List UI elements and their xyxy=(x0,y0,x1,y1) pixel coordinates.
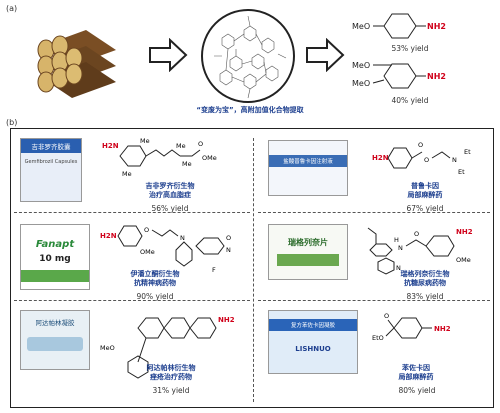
panel-a-label: (a) xyxy=(6,4,18,13)
ether-o-label: O xyxy=(144,226,149,234)
isoxazole-o-label: O xyxy=(226,234,231,242)
drug-use: 局部麻醉药 xyxy=(398,373,434,381)
ethyl-label: Et xyxy=(464,148,471,156)
amine-label: H2N xyxy=(100,232,117,240)
product-2-yield: 40% yield xyxy=(391,96,429,105)
drug-package-image: 吉非罗齐胶囊 Gemfibrozil Capsules xyxy=(20,138,82,202)
carbonyl-o-label: O xyxy=(198,140,203,148)
ester-o-label: O xyxy=(424,156,429,164)
fluoro-label: F xyxy=(212,266,216,274)
procaine-structure: H2N O O N Et Et xyxy=(372,141,471,176)
lignin-structure-circle xyxy=(201,9,295,103)
drug-package-image: 盐酸普鲁卡因注射液 xyxy=(268,140,348,196)
ester-ome-label: OMe xyxy=(202,154,217,162)
drug-package-image: 阿达帕林凝胶 xyxy=(20,310,90,370)
methoxy-label: MeO xyxy=(352,61,370,70)
methoxy-label: OMe xyxy=(140,248,155,256)
methoxy-label: OMe xyxy=(456,256,471,264)
product-dimethoxyaniline-structure: MeO MeO NH2 xyxy=(352,61,446,89)
methyl-label: Me xyxy=(122,170,132,178)
package-title: 吉非罗齐胶囊 xyxy=(21,139,81,153)
drug-package-image: 瑞格列奈片 xyxy=(268,224,348,280)
drug-name: 苯佐卡因 xyxy=(402,364,430,372)
nitrogen-label: N xyxy=(452,156,457,164)
amine-label: NH2 xyxy=(427,22,446,31)
arrow-right-icon xyxy=(149,38,188,72)
nitrogen-label: N xyxy=(180,234,185,242)
carbonyl-o-label: O xyxy=(414,230,419,238)
amine-label: NH2 xyxy=(456,228,473,236)
drug-name-label: 吉非罗齐衍生物 治疗高血脂症 xyxy=(120,182,220,200)
methoxy-label: MeO xyxy=(352,22,370,31)
amine-label: H2N xyxy=(372,154,389,162)
ethyl-label: Et xyxy=(458,168,465,176)
package-title: 复方苯佐卡因凝胶 xyxy=(269,319,357,331)
yield-label: 83% yield xyxy=(406,292,444,301)
package-subtitle: Gemfibrozil Capsules xyxy=(24,159,78,165)
methyl-label: Me xyxy=(176,142,186,150)
panel-b-row-divider xyxy=(258,212,490,213)
carbonyl-o-label: O xyxy=(418,141,423,149)
panel-b-row-divider xyxy=(14,300,250,301)
yield-label: 90% yield xyxy=(136,292,174,301)
ethoxy-label: EtO xyxy=(372,334,384,342)
panel-b-vertical-divider xyxy=(253,138,254,402)
drug-use: 抗糖尿病药物 xyxy=(404,279,446,287)
amine-label: NH2 xyxy=(434,325,451,333)
drug-use: 痤疮治疗药物 xyxy=(150,373,192,381)
panel-b-frame xyxy=(10,128,494,408)
drug-name: 瑞格列奈衍生物 xyxy=(400,270,450,278)
benzocaine-structure: O EtO NH2 xyxy=(372,312,451,342)
drug-package-image: Fanapt 10 mg xyxy=(20,224,90,290)
methyl-label: Me xyxy=(140,137,150,145)
log-bundle xyxy=(37,30,116,98)
drug-name: 吉非罗齐衍生物 xyxy=(145,182,195,190)
drug-name: 伊潘立酮衍生物 xyxy=(130,270,180,278)
panel-a-caption: “变废为宝”，高附加值化合物提取 xyxy=(196,106,304,114)
iloperidone-derivative-structure: H2N O OMe N O N F xyxy=(100,225,231,274)
isoxazole-n-label: N xyxy=(226,246,231,254)
piperidine-n-label: N xyxy=(396,264,401,272)
methyl-label: Me xyxy=(182,160,192,168)
carbonyl-o-label: O xyxy=(384,312,389,320)
drug-name-label: 伊潘立酮衍生物 抗精神病药物 xyxy=(110,270,200,288)
nh-label: H xyxy=(394,236,399,244)
panel-b-label: (b) xyxy=(6,118,18,127)
gemfibrozil-derivative-structure: H2N Me Me Me Me O OMe xyxy=(102,137,217,178)
drug-name-label: 阿达帕林衍生物 痤疮治疗药物 xyxy=(126,364,216,382)
package-title: 盐酸普鲁卡因注射液 xyxy=(269,155,347,167)
yield-label: 67% yield xyxy=(406,204,444,213)
drug-name-label: 苯佐卡因 局部麻醉药 xyxy=(376,364,456,382)
package-title: 阿达帕林凝胶 xyxy=(35,319,75,327)
package-subtitle: LISHNUO xyxy=(295,345,331,353)
package-title: 瑞格列奈片 xyxy=(288,238,328,247)
repaglinide-derivative-structure: H N O NH2 OMe N xyxy=(367,227,473,275)
panel-b-row-divider xyxy=(14,212,250,213)
product-1-yield: 53% yield xyxy=(391,44,429,53)
drug-use: 治疗高血脂症 xyxy=(149,191,191,199)
drug-use: 抗精神病药物 xyxy=(134,279,176,287)
drug-name-label: 普鲁卡因 局部麻醉药 xyxy=(380,182,470,200)
methoxy-label: MeO xyxy=(352,79,370,88)
amine-label: NH2 xyxy=(218,316,235,324)
methoxy-label: MeO xyxy=(100,344,115,352)
drug-use: 局部麻醉药 xyxy=(407,191,443,199)
drug-name: 普鲁卡因 xyxy=(411,182,439,190)
package-subtitle: 10 mg xyxy=(39,254,71,264)
package-title: Fanapt xyxy=(35,239,75,250)
panel-b-row-divider xyxy=(258,300,490,301)
adapalene-derivative-structure: NH2 MeO xyxy=(100,316,235,379)
drug-name: 阿达帕林衍生物 xyxy=(146,364,196,372)
amine-label: H2N xyxy=(102,142,119,150)
yield-label: 80% yield xyxy=(398,386,436,395)
wood-logs-illustration xyxy=(37,30,116,98)
drug-package-image: 复方苯佐卡因凝胶 LISHNUO xyxy=(268,310,358,374)
yield-label: 31% yield xyxy=(152,386,190,395)
amide-n-label: N xyxy=(398,244,403,252)
product-anisidine-structure: MeO NH2 xyxy=(352,13,446,39)
amine-label: NH2 xyxy=(427,72,446,81)
arrow-right-icon xyxy=(306,38,345,72)
drug-name-label: 瑞格列奈衍生物 抗糖尿病药物 xyxy=(380,270,470,288)
yield-label: 56% yield xyxy=(151,204,189,213)
